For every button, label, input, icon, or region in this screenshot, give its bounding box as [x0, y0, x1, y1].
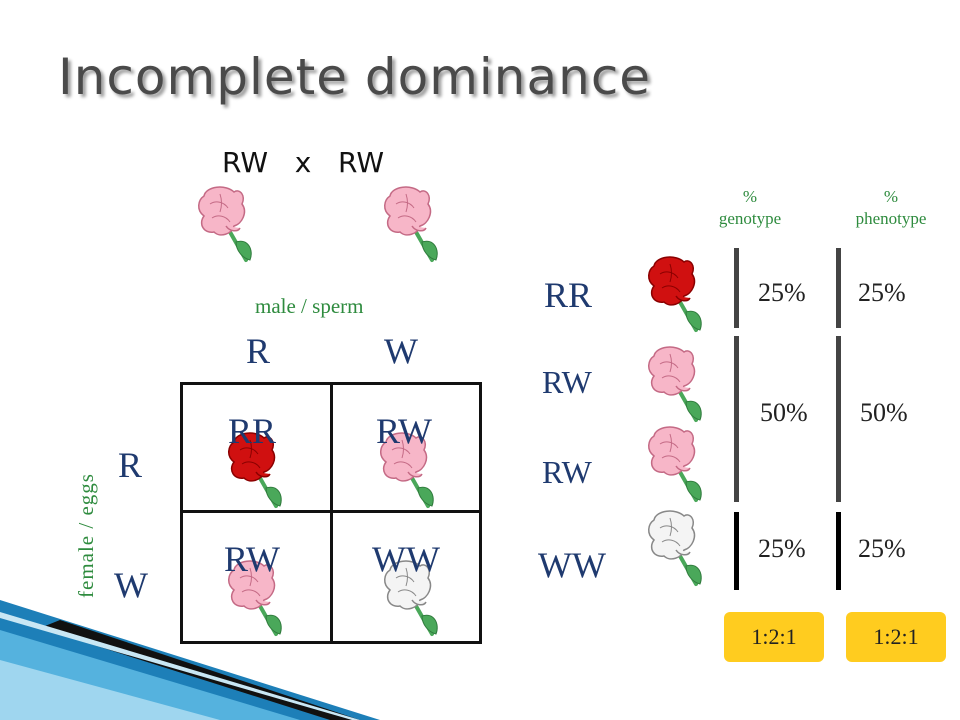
- female-allele-r: R: [118, 445, 143, 485]
- phenotype-bar-3: [836, 512, 841, 590]
- result-genotype-ww: WW: [538, 545, 606, 585]
- female-label: female / eggs: [74, 473, 98, 598]
- parent-cross: RW x RW: [222, 146, 384, 179]
- cell-ww-flower-icon: [384, 560, 438, 636]
- male-label: male / sperm: [255, 294, 364, 318]
- genotype-pct-3: 25%: [758, 534, 806, 563]
- punnett-divider-vertical: [330, 382, 333, 644]
- male-allele-r: R: [246, 331, 271, 371]
- genotype-pct-2: 50%: [760, 398, 808, 427]
- phenotype-pct-2: 50%: [860, 398, 908, 427]
- phenotype-header: % phenotype: [855, 187, 927, 228]
- cross-operator: x: [294, 146, 312, 179]
- genotype-pct-1: 25%: [758, 278, 806, 307]
- parent-2-flower-icon: [384, 186, 438, 262]
- cell-rr-flower-icon: [228, 432, 282, 508]
- parent-1: RW: [222, 146, 269, 179]
- cell-rw-bottom-flower-icon: [228, 560, 282, 636]
- male-allele-w: W: [384, 331, 418, 371]
- decorative-corner-wedge: [0, 600, 380, 720]
- slide-title: Incomplete dominance: [58, 48, 652, 106]
- parent-2: RW: [338, 146, 385, 179]
- phenotype-ratio-badge: 1:2:1: [846, 612, 946, 662]
- genotype-bar-2: [734, 336, 739, 502]
- female-allele-w: W: [114, 565, 148, 605]
- punnett-cell-ww: WW: [372, 539, 440, 579]
- genotype-ratio-badge: 1:2:1: [724, 612, 824, 662]
- phenotype-bar-1: [836, 248, 841, 328]
- punnett-cell-rw-top: RW: [376, 411, 433, 451]
- result-genotype-rr: RR: [544, 275, 593, 315]
- result-pink-flower-1-icon: [648, 346, 702, 422]
- punnett-cell-rw-bottom: RW: [224, 539, 281, 579]
- phenotype-pct-3: 25%: [858, 534, 906, 563]
- result-white-flower-icon: [648, 510, 702, 586]
- phenotype-bar-2: [836, 336, 841, 502]
- punnett-cell-rr: RR: [228, 411, 277, 451]
- result-genotype-rw-1: RW: [542, 364, 592, 400]
- phenotype-pct-1: 25%: [858, 278, 906, 307]
- cell-rw-top-flower-icon: [380, 432, 434, 508]
- genotype-bar-1: [734, 248, 739, 328]
- genotype-bar-3: [734, 512, 739, 590]
- parent-1-flower-icon: [198, 186, 252, 262]
- punnett-divider-horizontal: [180, 510, 482, 513]
- genotype-header: % genotype: [718, 187, 782, 228]
- result-red-flower-icon: [648, 256, 702, 332]
- result-pink-flower-2-icon: [648, 426, 702, 502]
- result-genotype-rw-2: RW: [542, 454, 592, 490]
